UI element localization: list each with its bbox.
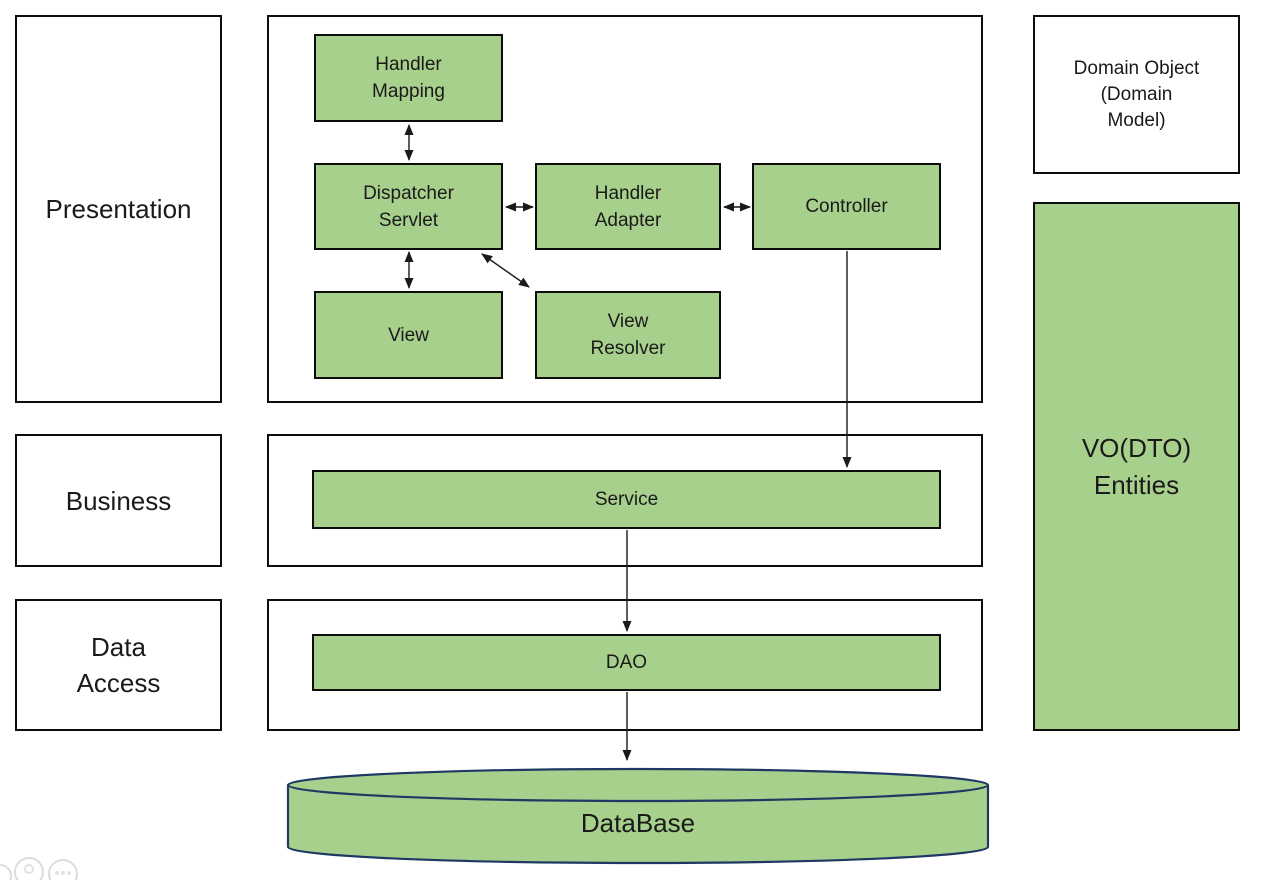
watermark-circle-icon	[0, 864, 12, 880]
vo-dto-entities-label: VO(DTO) Entities	[1081, 432, 1192, 500]
data-access-layer-box: Data Access	[15, 599, 222, 731]
view-box: View	[314, 291, 503, 379]
service-label: Service	[594, 488, 659, 510]
dao-label: DAO	[605, 651, 648, 673]
handler-adapter-box: Handler Adapter	[535, 163, 721, 250]
data-access-layer-label: Data Access	[76, 632, 161, 698]
database-cylinder-top	[286, 767, 990, 803]
watermark-face-icon	[14, 857, 44, 880]
handler-adapter-label: Handler Adapter	[594, 182, 662, 231]
controller-box: Controller	[752, 163, 941, 250]
vo-dto-entities-box: VO(DTO) Entities	[1033, 202, 1240, 731]
presentation-layer-label: Presentation	[45, 194, 192, 224]
watermark-dots-icon	[48, 859, 78, 880]
domain-object-box: Domain Object (Domain Model)	[1033, 15, 1240, 174]
domain-object-label: Domain Object (Domain Model)	[1073, 57, 1200, 131]
view-resolver-label: View Resolver	[590, 311, 666, 359]
dispatcher-servlet-box: Dispatcher Servlet	[314, 163, 503, 250]
database-label: DataBase	[580, 808, 696, 838]
watermark-face-inner-icon	[24, 864, 34, 874]
handler-mapping-label: Handler Mapping	[372, 54, 445, 102]
dao-box: DAO	[312, 634, 941, 691]
watermark-dots-inner-icon	[50, 871, 76, 875]
view-label: View	[388, 324, 429, 346]
business-layer-box: Business	[15, 434, 222, 567]
view-resolver-box: View Resolver	[535, 291, 721, 379]
service-box: Service	[312, 470, 941, 529]
handler-mapping-box: Handler Mapping	[314, 34, 503, 122]
dispatcher-servlet-label: Dispatcher Servlet	[363, 182, 454, 231]
presentation-layer-box: Presentation	[15, 15, 222, 403]
controller-label: Controller	[805, 196, 888, 217]
business-layer-label: Business	[65, 485, 172, 516]
